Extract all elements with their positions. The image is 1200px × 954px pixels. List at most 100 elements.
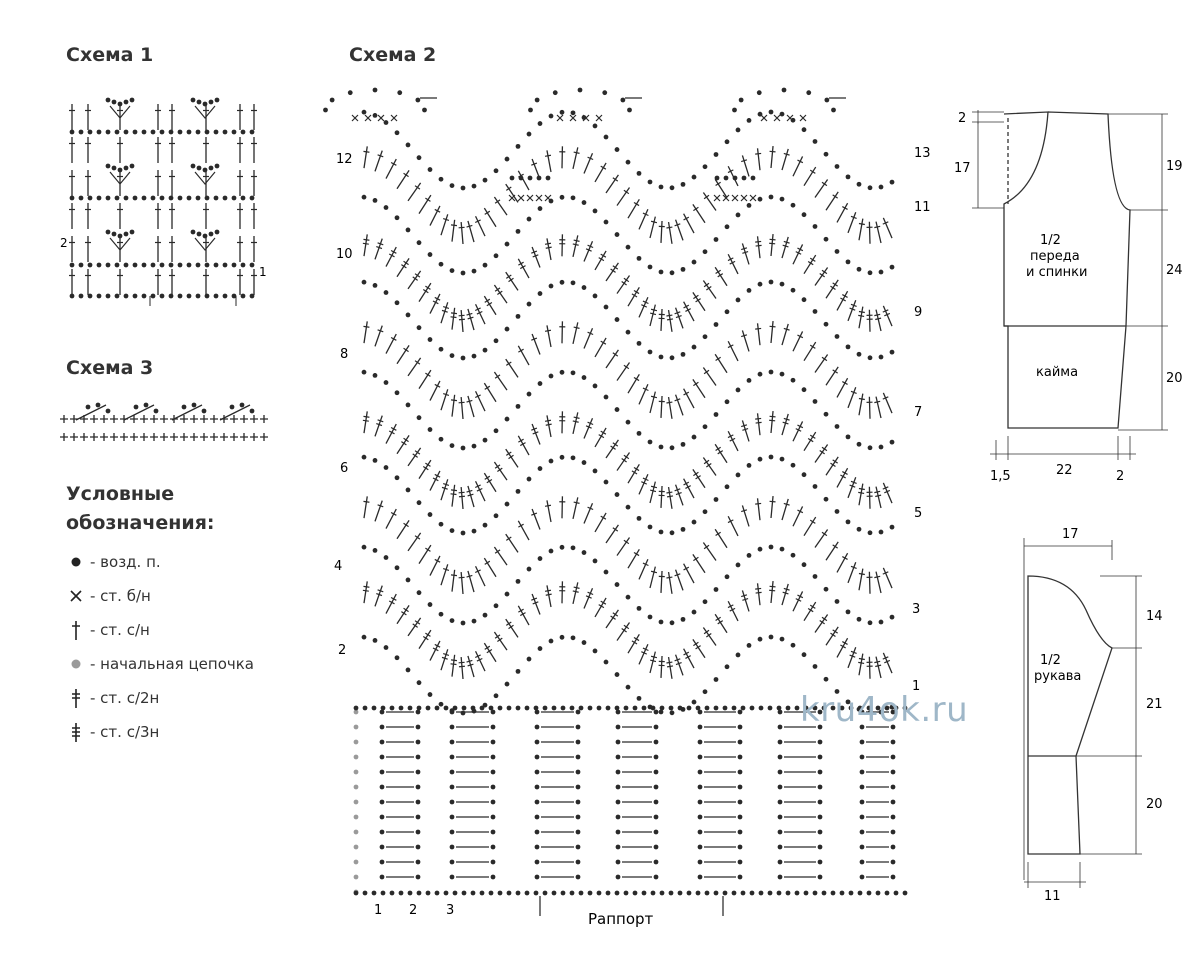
chain-stitch (697, 874, 703, 880)
single-crochet (749, 194, 757, 202)
stitch-bar (458, 314, 465, 317)
stitch-post (781, 498, 789, 521)
chain-stitch (902, 705, 908, 711)
chain-stitch (249, 293, 255, 299)
chain-stitch (361, 109, 367, 115)
chain-stitch (372, 197, 378, 203)
plus-stitch (150, 415, 158, 423)
chain-stitch (461, 705, 467, 711)
chain-stitch (353, 890, 359, 896)
chain-stitch (702, 509, 708, 515)
stitch-post (594, 162, 607, 183)
chain-stitch (416, 155, 422, 161)
chain-stitch (713, 322, 719, 327)
stitch-post (493, 196, 508, 216)
stitch-bar (401, 441, 407, 446)
chain-stitch (859, 724, 865, 730)
stitch-post (616, 622, 631, 641)
stitch-post (638, 559, 649, 580)
stitch-post (847, 562, 857, 584)
chain-stitch (731, 705, 737, 711)
row-label-right: 13 (914, 146, 931, 161)
chain-stitch (777, 829, 783, 835)
chain-stitch (379, 799, 385, 805)
chain-stitch (353, 784, 359, 790)
stitch-post (741, 420, 750, 442)
foundation-chain-grey-dot-icon (66, 653, 86, 675)
chain-stitch (790, 462, 796, 468)
stitch-bar (450, 493, 457, 496)
chain-stitch (779, 111, 785, 117)
stitch-post (374, 500, 383, 522)
stitch-post (756, 148, 761, 171)
chain-stitch (592, 468, 598, 474)
stitch-bar (494, 287, 501, 292)
stitch-bar (633, 466, 640, 472)
stitch-bar (769, 419, 776, 422)
stitch-bar (600, 253, 607, 258)
chain-stitch (587, 705, 593, 711)
chain-stitch (605, 890, 611, 896)
stitch-bar (797, 424, 804, 429)
stitch-bar (755, 417, 762, 420)
stitch-bar (422, 465, 429, 471)
chain-stitch (623, 705, 629, 711)
chain-stitch (737, 754, 743, 760)
chain-stitch (482, 702, 488, 708)
stitch-bar (458, 226, 465, 229)
chain-stitch (614, 672, 620, 677)
stitch-post (803, 431, 817, 452)
chain-stitch (347, 90, 353, 96)
chain-stitch (372, 457, 378, 463)
stitch-post (616, 452, 631, 471)
chain-stitch (123, 262, 129, 268)
chain-stitch (434, 705, 440, 711)
chain-stitch (658, 619, 664, 625)
chain-stitch (746, 553, 752, 558)
sleeve-pattern (1023, 538, 1142, 888)
chain-stitch (823, 321, 829, 327)
stitch-post (493, 631, 508, 651)
chain-stitch (380, 705, 386, 711)
stitch-post (546, 500, 552, 523)
chain-stitch (416, 705, 422, 711)
chain-stitch (534, 814, 540, 820)
stitch-bar (631, 470, 638, 475)
chain-stitch (777, 874, 783, 880)
plus-stitch (180, 433, 188, 441)
chain-stitch (831, 107, 836, 113)
stitch-bar (623, 624, 630, 630)
stitch-bar (545, 246, 552, 249)
stitch-bar (610, 445, 616, 450)
stitch-bar (741, 509, 748, 513)
chain-stitch (615, 859, 621, 865)
chain-stitch (526, 391, 532, 397)
chain-stitch (191, 402, 197, 408)
stitch-post (868, 486, 871, 509)
stitch-bar (377, 242, 384, 246)
stitch-bar (412, 276, 418, 281)
stitch-bar (519, 442, 526, 447)
stitch-post (858, 653, 864, 676)
chain-stitch (353, 754, 359, 760)
chain-stitch (425, 890, 431, 896)
stitch-bar (729, 437, 736, 442)
stitch-post (882, 567, 893, 589)
double-crochet-icon (66, 619, 86, 641)
chain-stitch (823, 236, 829, 242)
chain-stitch (438, 176, 444, 182)
chain-stitch (823, 586, 829, 592)
stitch-bar (458, 665, 465, 668)
stitch-bar (858, 314, 865, 318)
chain-stitch (329, 97, 335, 103)
stitch-bar (505, 274, 512, 279)
stitch-bar (466, 489, 473, 493)
chain-stitch (697, 844, 703, 850)
chain-stitch (603, 394, 609, 400)
chain-stitch (737, 859, 743, 865)
plus-stitch (190, 415, 198, 423)
stitch-bar (693, 556, 699, 562)
stitch-post (546, 585, 552, 608)
stitch-bar (474, 394, 481, 399)
chain-stitch (902, 890, 908, 896)
